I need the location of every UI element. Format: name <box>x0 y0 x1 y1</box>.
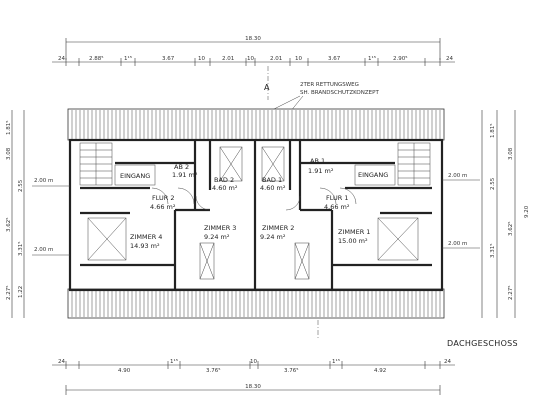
right-dimensions: 1.81⁵ 3.08 2.55 3.62⁵ 3.31⁵ 2.27⁵ 9.20 <box>481 110 530 318</box>
dim-top-1: 2.88⁵ <box>89 55 103 62</box>
dim-top-total: 18.30 <box>245 36 261 42</box>
right-unit <box>261 140 432 290</box>
level-mark-3: 2.00 m <box>448 241 467 247</box>
dim-bottom-4: 10 <box>250 359 257 365</box>
dim-top-8: 10 <box>295 56 302 62</box>
room-flur1-area: 4.66 m² <box>324 203 350 211</box>
page-title: DACHGESCHOSS <box>447 339 518 348</box>
dim-left-7: 1.22 <box>18 286 24 298</box>
room-zimmer1-area: 15.00 m² <box>338 237 368 245</box>
dim-left-6: 3.31⁵ <box>17 242 24 256</box>
dim-top-7: 2.01 <box>270 56 282 62</box>
bottom-dimensions: 24 4.90 1¹⁵ 3.76⁵ 10 3.76⁵ 1¹⁵ 4.92 24 1… <box>52 358 455 395</box>
dim-top-5: 2.01 <box>222 56 234 62</box>
dim-top-10: 1¹⁵ <box>368 55 376 62</box>
room-zimmer3-area: 9.24 m² <box>204 233 230 241</box>
level-mark-2: 2.00 m <box>448 173 467 179</box>
left-dimensions: 1.81⁵ 3.08 2.55 3.62⁵ 3.31⁵ 1.22 2.27⁵ <box>5 110 25 318</box>
dim-right-5: 3.62⁵ <box>507 222 514 236</box>
room-ab2-name: AB 2 <box>174 163 189 171</box>
dim-top-12: 24 <box>446 56 453 62</box>
dim-top-11: 2.90⁵ <box>393 55 407 62</box>
dim-right-8: 2.27⁵ <box>507 286 514 300</box>
dim-bottom-total: 18.30 <box>245 384 261 390</box>
left-unit <box>79 140 243 290</box>
dim-bottom-7: 4.92 <box>374 368 386 374</box>
room-bad1-name: BAD 1 <box>262 176 282 184</box>
dim-bottom-0: 24 <box>58 359 65 365</box>
dim-top-3: 3.67 <box>162 56 175 62</box>
dim-top-0: 24 <box>58 56 65 62</box>
dim-right-6: 3.31⁵ <box>489 244 496 258</box>
rescue-route-annotation: 2TER RETTUNGSWEG SH. BRANDSCHUTZKONZEPT <box>267 82 379 113</box>
annotation-line1: 2TER RETTUNGSWEG <box>300 82 359 88</box>
dim-top-6: 10 <box>247 56 254 62</box>
level-marks: 2.00 m 2.00 m 2.00 m 2.00 m <box>32 173 480 256</box>
room-zimmer3-name: ZIMMER 3 <box>204 224 236 232</box>
section-label-top: A <box>264 83 270 92</box>
room-flur1-name: FLUR 1 <box>326 194 349 202</box>
dim-top-9: 3.67 <box>328 56 341 62</box>
dim-bottom-6: 1¹⁵ <box>332 358 340 365</box>
room-zimmer1-name: ZIMMER 1 <box>338 228 370 236</box>
roof-bottom <box>67 288 445 319</box>
dim-right-10: 9.20 <box>524 205 530 218</box>
dim-bottom-1: 4.90 <box>118 368 131 374</box>
room-flur2-area: 4.66 m² <box>150 203 176 211</box>
dim-right-3: 2.55 <box>490 177 496 190</box>
room-flur2-name: FLUR 2 <box>152 194 175 202</box>
dim-right-1: 1.81⁵ <box>489 124 496 138</box>
room-bad2-area: 4.60 m² <box>212 184 238 192</box>
level-mark-1: 2.00 m <box>34 247 53 253</box>
outer-walls <box>68 138 444 292</box>
room-bad2-name: BAD 2 <box>214 176 234 184</box>
annotation-line2: SH. BRANDSCHUTZKONZEPT <box>300 90 379 96</box>
room-eingang1: EINGANG <box>358 171 388 179</box>
room-zimmer4-name: ZIMMER 4 <box>130 233 162 241</box>
dim-left-2: 3.08 <box>6 147 12 160</box>
dim-right-2: 3.08 <box>508 147 514 160</box>
dim-left-8: 2.27⁵ <box>5 286 12 300</box>
section-marker-top: A <box>264 66 270 100</box>
dim-bottom-2: 1¹⁵ <box>170 358 178 365</box>
dim-top-2: 1¹⁵ <box>124 55 132 62</box>
room-zimmer2-name: ZIMMER 2 <box>262 224 294 232</box>
room-ab1-name: AB 1 <box>310 157 325 165</box>
dim-top-4: 10 <box>198 56 205 62</box>
level-mark-0: 2.00 m <box>34 178 53 184</box>
dim-left-5: 3.62⁵ <box>5 218 12 232</box>
dim-left-3: 2.55 <box>18 179 24 192</box>
top-dimensions: 18.30 24 2.88⁵ 1¹⁵ 3.67 10 2.01 10 2.01 … <box>52 36 455 66</box>
dim-bottom-5: 3.76⁵ <box>284 367 298 374</box>
dim-left-1: 1.81⁵ <box>5 121 12 135</box>
dim-bottom-3: 3.76⁵ <box>206 367 220 374</box>
room-zimmer2-area: 9.24 m² <box>260 233 286 241</box>
room-labels: AB 2 1.91 m² BAD 2 4.60 m² BAD 1 4.60 m²… <box>120 157 388 250</box>
room-ab1-area: 1.91 m² <box>308 167 334 175</box>
room-ab2-area: 1.91 m² <box>172 171 198 179</box>
room-eingang2: EINGANG <box>120 172 150 180</box>
roof-top <box>67 108 445 141</box>
dim-bottom-8: 24 <box>444 359 451 365</box>
room-bad1-area: 4.60 m² <box>260 184 286 192</box>
room-zimmer4-area: 14.93 m² <box>130 242 160 250</box>
